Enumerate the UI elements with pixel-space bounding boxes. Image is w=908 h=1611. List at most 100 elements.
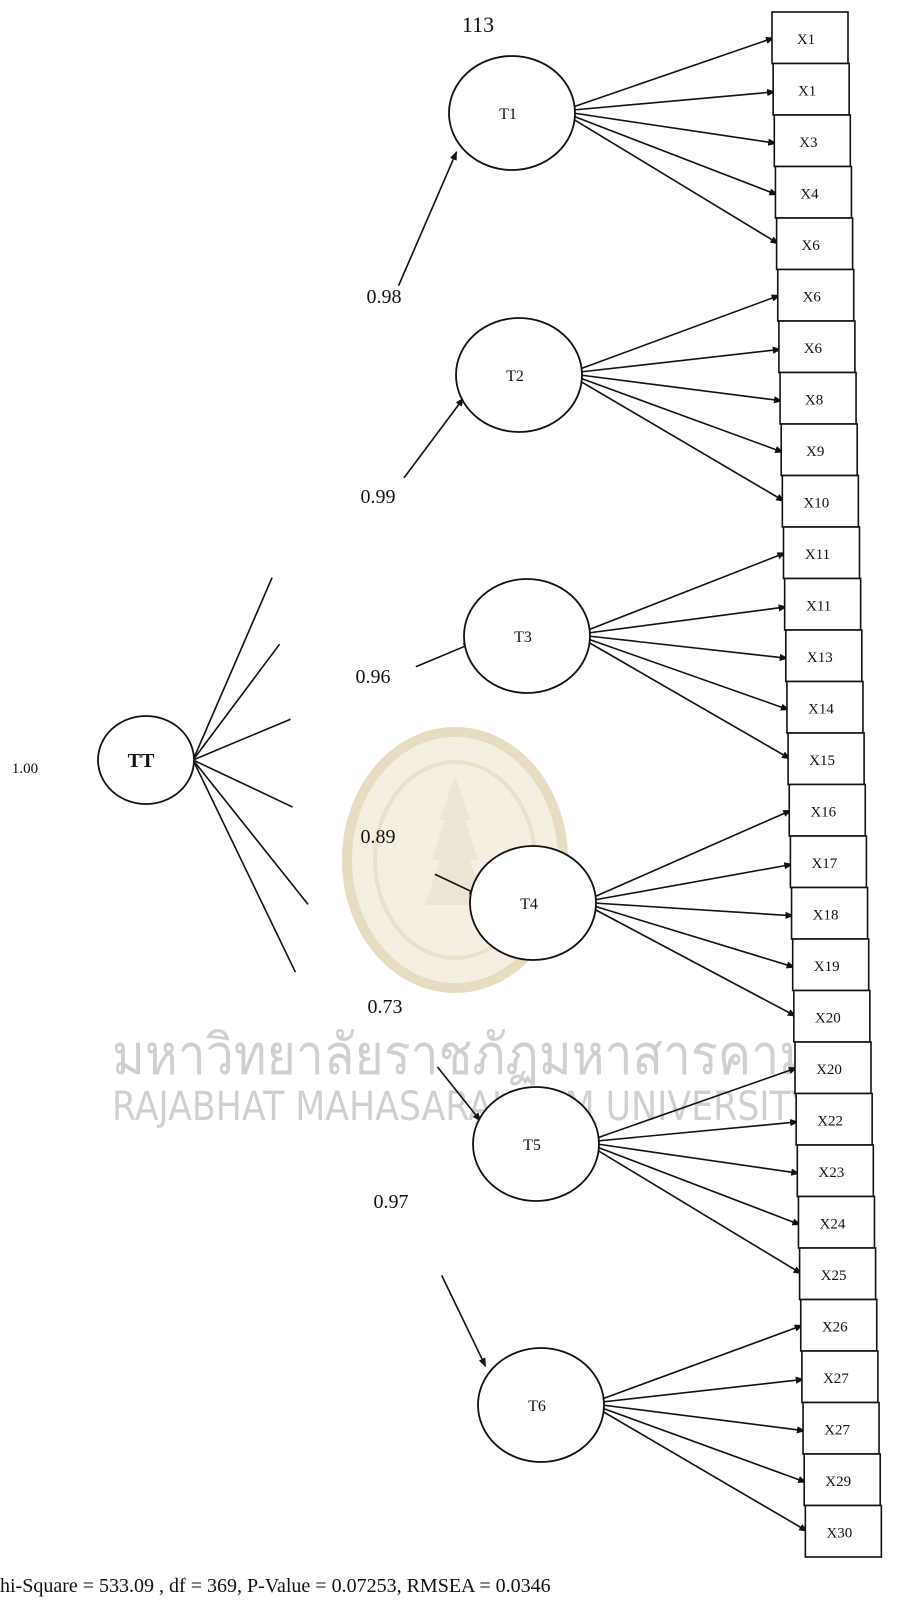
factor-label-t1: T1: [499, 106, 517, 123]
indicator-label: X3: [799, 135, 817, 151]
root-node: TT: [97, 715, 195, 805]
item-arrow: [579, 294, 781, 370]
indicator-box: [787, 732, 865, 786]
item-arrow: [593, 902, 795, 919]
root-label: TT: [128, 750, 155, 772]
item-arrow: [587, 638, 790, 711]
indicator-box: [790, 886, 869, 940]
item-arrow: [596, 1143, 801, 1176]
item-arrow: [579, 380, 786, 502]
item-arrow: [601, 1376, 805, 1403]
indicator-label: X29: [825, 1474, 851, 1490]
item-arrow: [596, 1149, 803, 1275]
indicator-label: X20: [815, 1010, 841, 1026]
item-arrow: [587, 635, 789, 662]
item-arrow: [593, 908, 797, 1017]
item-arrow: [601, 1324, 804, 1400]
indicator-label: X6: [803, 289, 822, 305]
watermark-thai-text: มหาวิทยาลัยราชภัฏมหาสารคาม: [112, 1023, 812, 1088]
root-ellipse: [97, 715, 195, 805]
indicator-label: X23: [818, 1165, 844, 1181]
indicator-box: [783, 577, 862, 631]
indicator-label: X1: [798, 83, 816, 99]
indicator-label: X14: [808, 701, 834, 717]
indicator-label: X11: [805, 547, 830, 563]
item-arrow: [579, 377, 785, 454]
item-arrow: [596, 1119, 800, 1142]
indicator-label: X26: [822, 1319, 848, 1335]
indicator-label: X4: [800, 186, 819, 202]
indicator-label: X30: [826, 1525, 852, 1541]
indicator-box: [773, 114, 852, 168]
indicator-box: [796, 1144, 875, 1198]
root-arrow-t4-a: [192, 759, 293, 808]
item-arrow: [572, 88, 777, 111]
indicator-box: [779, 371, 857, 425]
factor-node-t4: [469, 845, 597, 961]
item-arrow: [579, 346, 782, 373]
factor-to-item-arrows: [572, 36, 809, 1532]
indicator-box: [793, 989, 871, 1043]
item-arrow: [572, 118, 780, 245]
indicator-box: [776, 268, 855, 322]
indicator-label: X22: [817, 1113, 843, 1129]
item-arrow: [596, 1146, 802, 1226]
indicator-label: X8: [805, 392, 823, 408]
root-arrow-t2-a: [192, 643, 281, 761]
loading-label-t5: 0.73: [368, 996, 403, 1018]
indicator-label: X18: [813, 907, 839, 923]
item-arrow: [587, 552, 787, 631]
item-arrow: [572, 112, 778, 146]
root-arrow-t5-b: [436, 1066, 482, 1122]
indicator-label: X27: [823, 1371, 849, 1387]
indicator-label: X25: [821, 1268, 847, 1284]
item-arrow: [596, 1066, 798, 1139]
indicator-box: [786, 680, 864, 734]
item-arrow: [593, 905, 796, 969]
factor-label-t3: T3: [514, 629, 532, 646]
indicator-label: X10: [803, 495, 829, 511]
root-arrow-t1-a: [192, 577, 273, 761]
item-arrow: [579, 374, 783, 404]
root-arrow-t2-b: [403, 397, 465, 479]
indicator-label: X6: [804, 341, 823, 357]
factor-node-t1: [448, 55, 576, 171]
item-arrow: [601, 1410, 809, 1532]
indicator-label: X9: [806, 444, 824, 460]
page-number: 113: [462, 12, 494, 37]
root-arrow-t3-a: [192, 718, 291, 761]
item-arrow: [601, 1404, 806, 1434]
indicator-label: X11: [806, 598, 831, 614]
root-variance-label: 1.00: [12, 761, 38, 777]
factor-label-t4: T4: [520, 896, 538, 913]
indicator-box: [797, 1195, 876, 1249]
factor-node-t3: [463, 578, 591, 694]
indicator-label: X15: [809, 753, 835, 769]
loading-label-t6: 0.97: [374, 1191, 409, 1213]
indicator-label: X6: [801, 238, 820, 254]
indicator-label: X13: [807, 650, 833, 666]
indicator-box: [791, 938, 870, 992]
indicator-box: [804, 1504, 883, 1558]
item-arrow: [572, 115, 779, 196]
factor-node-t2: [455, 317, 583, 433]
item-arrow: [572, 36, 775, 108]
root-arrow-t3-b: [415, 642, 473, 668]
item-arrow: [587, 604, 788, 634]
root-arrow-t6-a: [192, 759, 297, 973]
fit-statistics-text: hi-Square = 533.09 , df = 369, P-Value =…: [0, 1575, 551, 1597]
indicator-label: X19: [814, 959, 840, 975]
indicator-box: [784, 629, 863, 683]
watermark-english-text: RAJABHAT MAHASARAKHAM UNIVERSITY: [112, 1084, 812, 1130]
university-seal-watermark: มหาวิทยาลัยราชภัฏมหาสารคาม RAJABHAT MAHA…: [112, 727, 812, 1130]
loading-label-t3: 0.96: [356, 666, 391, 688]
loading-label-t1: 0.98: [367, 286, 402, 308]
indicator-label: X24: [820, 1216, 846, 1232]
factor-node-t6: [477, 1347, 605, 1463]
factor-label-t2: T2: [506, 368, 524, 385]
indicator-box: [803, 1453, 882, 1507]
item-arrow: [587, 641, 791, 760]
item-arrow: [593, 809, 793, 898]
